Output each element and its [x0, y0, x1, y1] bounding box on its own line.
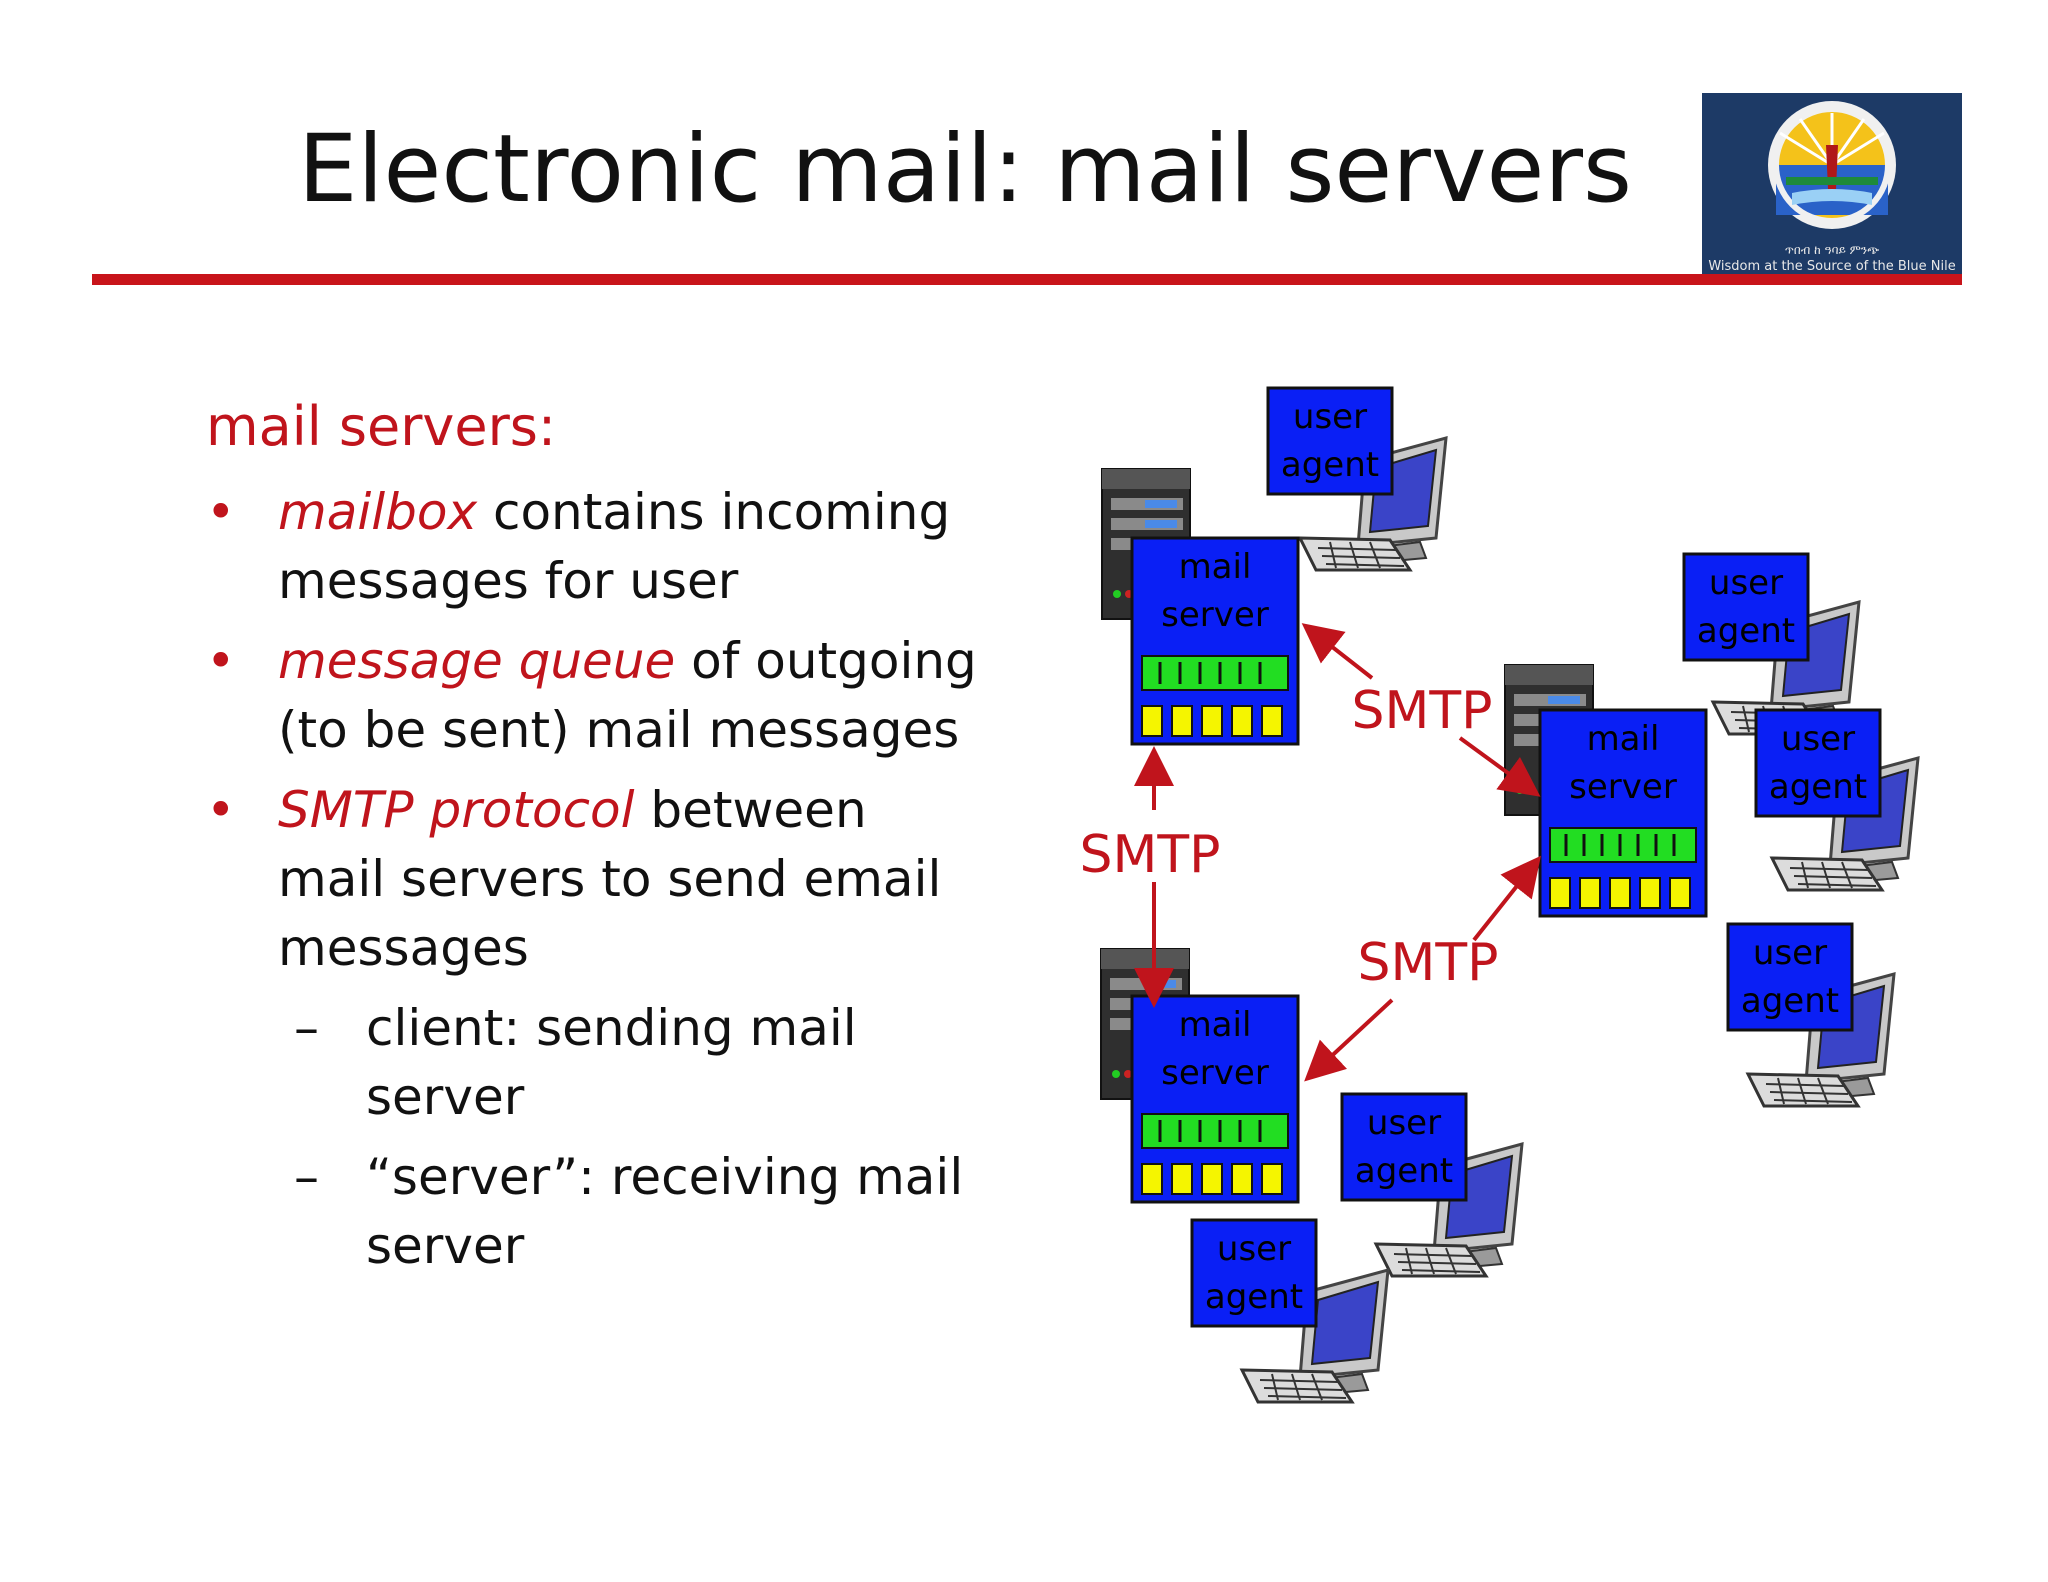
mail-server-label: server	[1161, 595, 1269, 635]
user-agent: user agent	[1190, 1218, 1318, 1328]
smtp-label: SMTP	[1358, 933, 1499, 993]
sub-bullet-item: – “server”: receiving mail server	[206, 1143, 996, 1281]
smtp-label: SMTP	[1352, 681, 1493, 741]
mail-server-a: mail server	[1130, 536, 1300, 746]
mail-server-label: server	[1161, 1053, 1269, 1093]
bullet-text: messages	[278, 919, 529, 977]
user-agent: user agent	[1340, 1092, 1468, 1202]
mail-server-b: mail server	[1538, 708, 1708, 918]
mail-server-c: mail server	[1130, 994, 1300, 1204]
user-agent-label: agent	[1205, 1277, 1303, 1317]
bullet-item: • SMTP protocol between mail servers to …	[206, 776, 996, 983]
mail-server-label: mail	[1587, 719, 1660, 759]
bullet-item: • mailbox contains incoming messages for…	[206, 478, 996, 616]
mail-server-label: mail	[1179, 547, 1252, 587]
user-agent-label: user	[1367, 1103, 1441, 1143]
message-queue	[1141, 655, 1289, 691]
bullet-text: messages for user	[278, 552, 739, 610]
bullet-text: contains incoming	[477, 483, 951, 541]
title-divider	[92, 274, 1962, 285]
smtp-arrow	[1472, 855, 1541, 942]
section-heading: mail servers:	[206, 395, 557, 458]
bullet-dot: •	[206, 483, 236, 541]
user-agent-label: user	[1709, 563, 1783, 603]
sub-bullet-text: “server”: receiving mail	[366, 1148, 964, 1206]
logo-script-text: ጥበብ ከ ዓባይ ምንጭ	[1784, 243, 1880, 257]
bullet-list: • mailbox contains incoming messages for…	[206, 478, 996, 1292]
logo-motto-text: Wisdom at the Source of the Blue Nile	[1708, 259, 1956, 274]
user-agent-label: agent	[1355, 1151, 1453, 1191]
logo-emblem-icon	[1768, 101, 1896, 229]
user-agent-label: agent	[1769, 767, 1867, 807]
user-agent-label: user	[1217, 1229, 1291, 1269]
sub-bullet-dash: –	[294, 999, 319, 1057]
sub-bullet-item: – client: sending mail server	[206, 994, 996, 1132]
message-queue	[1141, 1113, 1289, 1149]
bullet-term: mailbox	[278, 483, 478, 541]
smtp-arrow	[1301, 623, 1374, 680]
sub-bullet-dash: –	[294, 1148, 319, 1206]
mailbox	[1549, 877, 1691, 909]
bullet-dot: •	[206, 781, 236, 839]
bullet-text: of outgoing	[675, 632, 977, 690]
sub-bullet-text: server	[366, 1068, 525, 1126]
bullet-text: (to be sent) mail messages	[278, 701, 960, 759]
user-agent: user agent	[1266, 386, 1394, 496]
bullet-text: mail servers to send email	[278, 850, 942, 908]
bullet-term: SMTP protocol	[278, 781, 635, 839]
sub-bullet-text: client: sending mail	[366, 999, 857, 1057]
message-queue	[1549, 827, 1697, 863]
user-agent: user agent	[1726, 922, 1854, 1032]
bullet-dot: •	[206, 632, 236, 690]
smtp-arrow	[1304, 998, 1394, 1082]
sub-bullet-text: server	[366, 1217, 525, 1275]
university-logo: ጥበብ ከ ዓባይ ምንጭ Wisdom at the Source of th…	[1702, 93, 1962, 279]
mailbox	[1141, 705, 1283, 737]
mail-server-label: mail	[1179, 1005, 1252, 1045]
bullet-item: • message queue of outgoing (to be sent)…	[206, 627, 996, 765]
user-agent-label: user	[1753, 933, 1827, 973]
user-agent-label: agent	[1697, 611, 1795, 651]
mail-server-label: server	[1569, 767, 1677, 807]
mailbox	[1141, 1163, 1283, 1195]
smtp-label: SMTP	[1080, 825, 1221, 885]
smtp-arrows	[1134, 623, 1541, 1082]
user-agent-label: user	[1781, 719, 1855, 759]
slide-title: Electronic mail: mail servers	[298, 115, 1632, 224]
user-agent-label: user	[1293, 397, 1367, 437]
smtp-arrow	[1458, 736, 1541, 797]
user-agent-label: agent	[1281, 445, 1379, 485]
user-agent-label: agent	[1741, 981, 1839, 1021]
user-agent: user agent	[1682, 552, 1810, 662]
user-agent: user agent	[1754, 708, 1882, 818]
bullet-text: between	[634, 781, 867, 839]
bullet-term: message queue	[278, 632, 676, 690]
